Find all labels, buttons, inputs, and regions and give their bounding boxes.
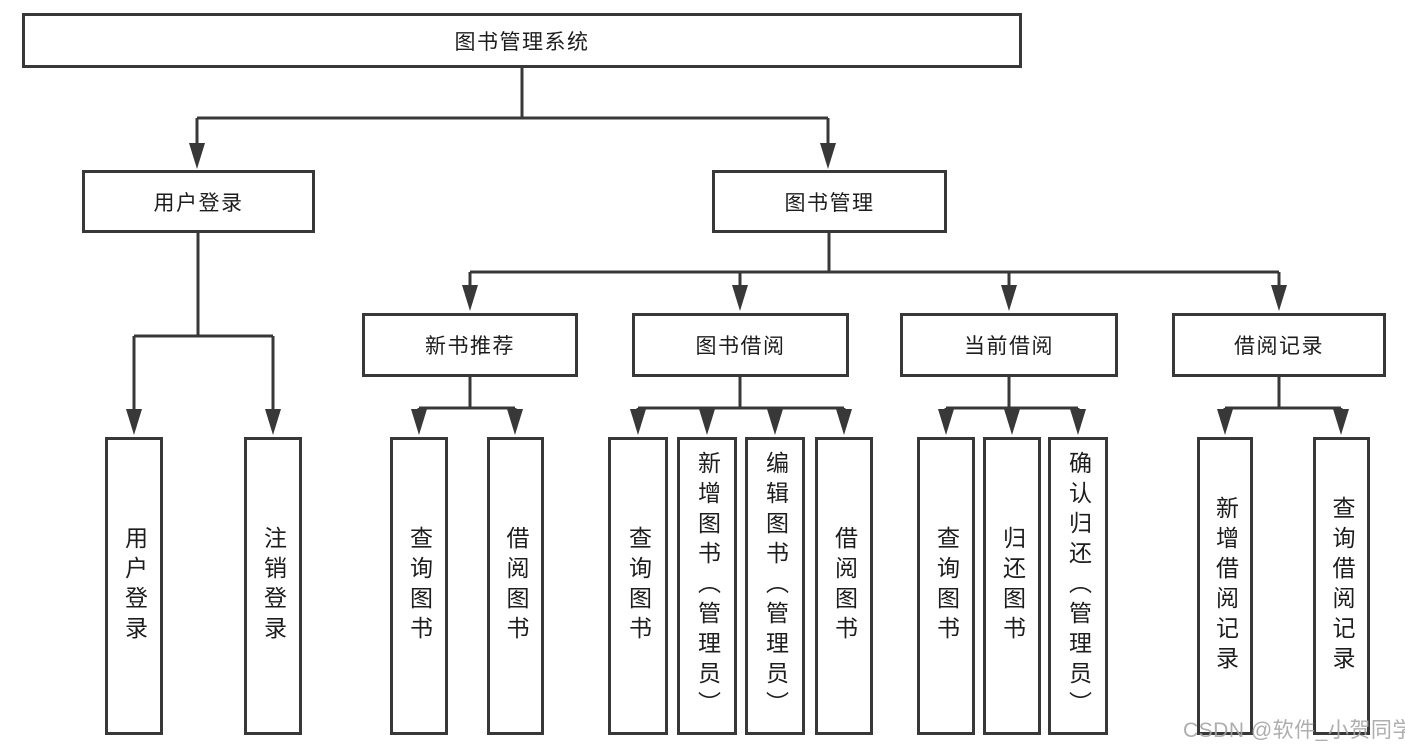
connector-user-login-children xyxy=(126,233,281,435)
node-book-management: 图书管理 xyxy=(712,170,947,233)
node-library-management-system: 图书管理系统 xyxy=(22,13,1022,68)
leaf-label: 归还图书 xyxy=(999,526,1026,646)
leaf-borrow-books-recommend: 借阅图书 xyxy=(487,437,544,735)
leaf-label: 用户登录 xyxy=(121,526,148,646)
leaf-query-books-borrow: 查询图书 xyxy=(608,437,668,735)
leaf-query-books-current: 查询图书 xyxy=(917,437,975,735)
leaf-logout: 注销登录 xyxy=(244,437,302,735)
leaf-label: 查询借阅记录 xyxy=(1329,496,1355,676)
node-label: 图书借阅 xyxy=(695,335,786,358)
leaf-return-books: 归还图书 xyxy=(983,437,1041,735)
leaf-label: 查询图书 xyxy=(406,526,433,646)
connector-root-to-level2 xyxy=(189,68,836,169)
leaf-label: 借阅图书 xyxy=(831,526,858,646)
leaf-add-borrow-record: 新增借阅记录 xyxy=(1197,437,1253,735)
leaf-query-borrow-record: 查询借阅记录 xyxy=(1313,437,1370,735)
node-borrowing-records: 借阅记录 xyxy=(1172,313,1386,377)
leaf-label: 确认归还（管理员） xyxy=(1065,451,1092,721)
leaf-label: 借阅图书 xyxy=(503,526,529,646)
node-label: 用户登录 xyxy=(153,191,244,215)
leaf-add-books-admin: 新增图书（管理员） xyxy=(677,437,737,735)
connector-book-management-to-level3 xyxy=(462,233,1287,311)
connector-current-borrow-children xyxy=(938,377,1086,435)
connector-new-book-children xyxy=(411,377,523,435)
leaf-label: 编辑图书（管理员） xyxy=(762,451,789,721)
leaf-edit-books-admin: 编辑图书（管理员） xyxy=(745,437,805,735)
node-user-login: 用户登录 xyxy=(82,170,315,233)
leaf-label: 新增借阅记录 xyxy=(1212,496,1239,676)
csdn-watermark: CSDN @软件_小贺同学 xyxy=(1183,719,1405,742)
connector-book-borrow-children xyxy=(630,377,852,435)
node-label: 当前借阅 xyxy=(964,335,1054,358)
leaf-user-login: 用户登录 xyxy=(105,437,163,735)
node-current-borrowing: 当前借阅 xyxy=(900,313,1118,377)
node-label: 图书管理 xyxy=(784,191,875,215)
leaf-label: 注销登录 xyxy=(260,526,287,646)
node-new-book-recommendation: 新书推荐 xyxy=(362,313,578,377)
leaf-label: 新增图书（管理员） xyxy=(694,451,721,721)
leaf-label: 查询图书 xyxy=(625,526,652,646)
leaf-borrow-books: 借阅图书 xyxy=(815,437,873,735)
leaf-confirm-return-admin: 确认归还（管理员） xyxy=(1048,437,1108,735)
node-book-borrowing: 图书借阅 xyxy=(632,313,849,377)
node-label: 新书推荐 xyxy=(425,335,515,358)
node-label: 图书管理系统 xyxy=(454,30,590,54)
leaf-label: 查询图书 xyxy=(933,526,960,646)
connector-borrow-record-children xyxy=(1217,377,1349,435)
node-label: 借阅记录 xyxy=(1234,335,1324,358)
leaf-query-books-recommend: 查询图书 xyxy=(390,437,448,735)
